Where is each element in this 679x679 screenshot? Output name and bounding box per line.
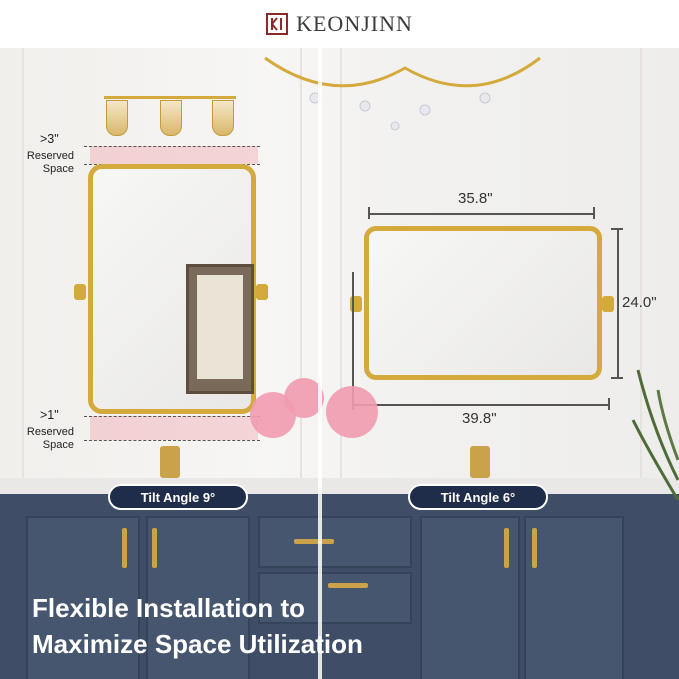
drawer-handle [294,539,334,544]
cabinet-door [524,516,624,679]
dim-tick [593,207,595,219]
bottom-reserve-text: Reserved Space [26,426,74,451]
cabinet-handle [122,528,127,568]
reserved-space-top-band [90,146,258,164]
chandelier-icon [264,56,541,131]
wall-panel-line [22,48,24,488]
dim-tick [611,377,623,379]
landscape-mirror [364,226,602,380]
left-faucet-icon [160,446,180,478]
cabinet-drawer [258,572,412,624]
inner-width-label: 35.8" [458,190,493,207]
reflected-picture [186,264,254,394]
right-tilt-badge: Tilt Angle 6° [408,484,548,510]
reserved-bottom-line [84,440,260,441]
cabinet-handle [504,528,509,568]
cabinet-handle [532,528,537,568]
vanity-light-bar [104,96,236,99]
cabinet-door [146,516,250,679]
cabinet-door [420,516,520,679]
flower-decor [326,386,378,438]
wall-panel-line [300,48,302,488]
light-shade-icon [160,100,182,136]
right-bracket-icon [602,296,614,312]
wall-panel-line [640,48,642,488]
light-shade-icon [106,100,128,136]
flower-decor [284,378,324,418]
left-bracket-icon [74,284,86,300]
height-line [617,228,619,378]
dim-tick [608,398,610,410]
headline-line-2: Maximize Space Utilization [32,629,363,659]
outer-width-line [352,404,608,406]
cabinet-door [26,516,140,679]
outer-width-label: 39.8" [462,410,497,427]
brand-logo-icon [266,13,289,35]
left-tilt-badge: Tilt Angle 9° [108,484,248,510]
dim-tick [368,207,370,219]
plant-icon [631,369,679,500]
light-shade-icon [212,100,234,136]
brand-header: KEONJINN [0,0,679,48]
cabinet-handle [152,528,157,568]
headline-line-1: Flexible Installation to [32,593,306,623]
dim-tick [352,272,354,410]
right-bracket-icon [256,284,268,300]
height-label: 24.0" [622,294,657,311]
brand-name: KEONJINN [296,11,413,36]
right-faucet-icon [470,446,490,478]
top-reserve-text: Reserved Space [26,150,74,175]
headline: Flexible Installation to Maximize Space … [32,590,363,662]
split-divider [318,48,322,679]
inner-width-line [368,213,594,215]
drawer-handle [328,583,368,588]
reserved-bottom-line [84,416,260,417]
bottom-reserve-value: >1" [40,408,59,422]
top-reserve-value: >3" [40,132,59,146]
cabinet-drawer [258,516,412,568]
reserved-top-line [84,146,260,147]
reserved-space-bottom-band [90,416,258,440]
dim-tick [611,228,623,230]
wall-panel-line [340,48,342,488]
